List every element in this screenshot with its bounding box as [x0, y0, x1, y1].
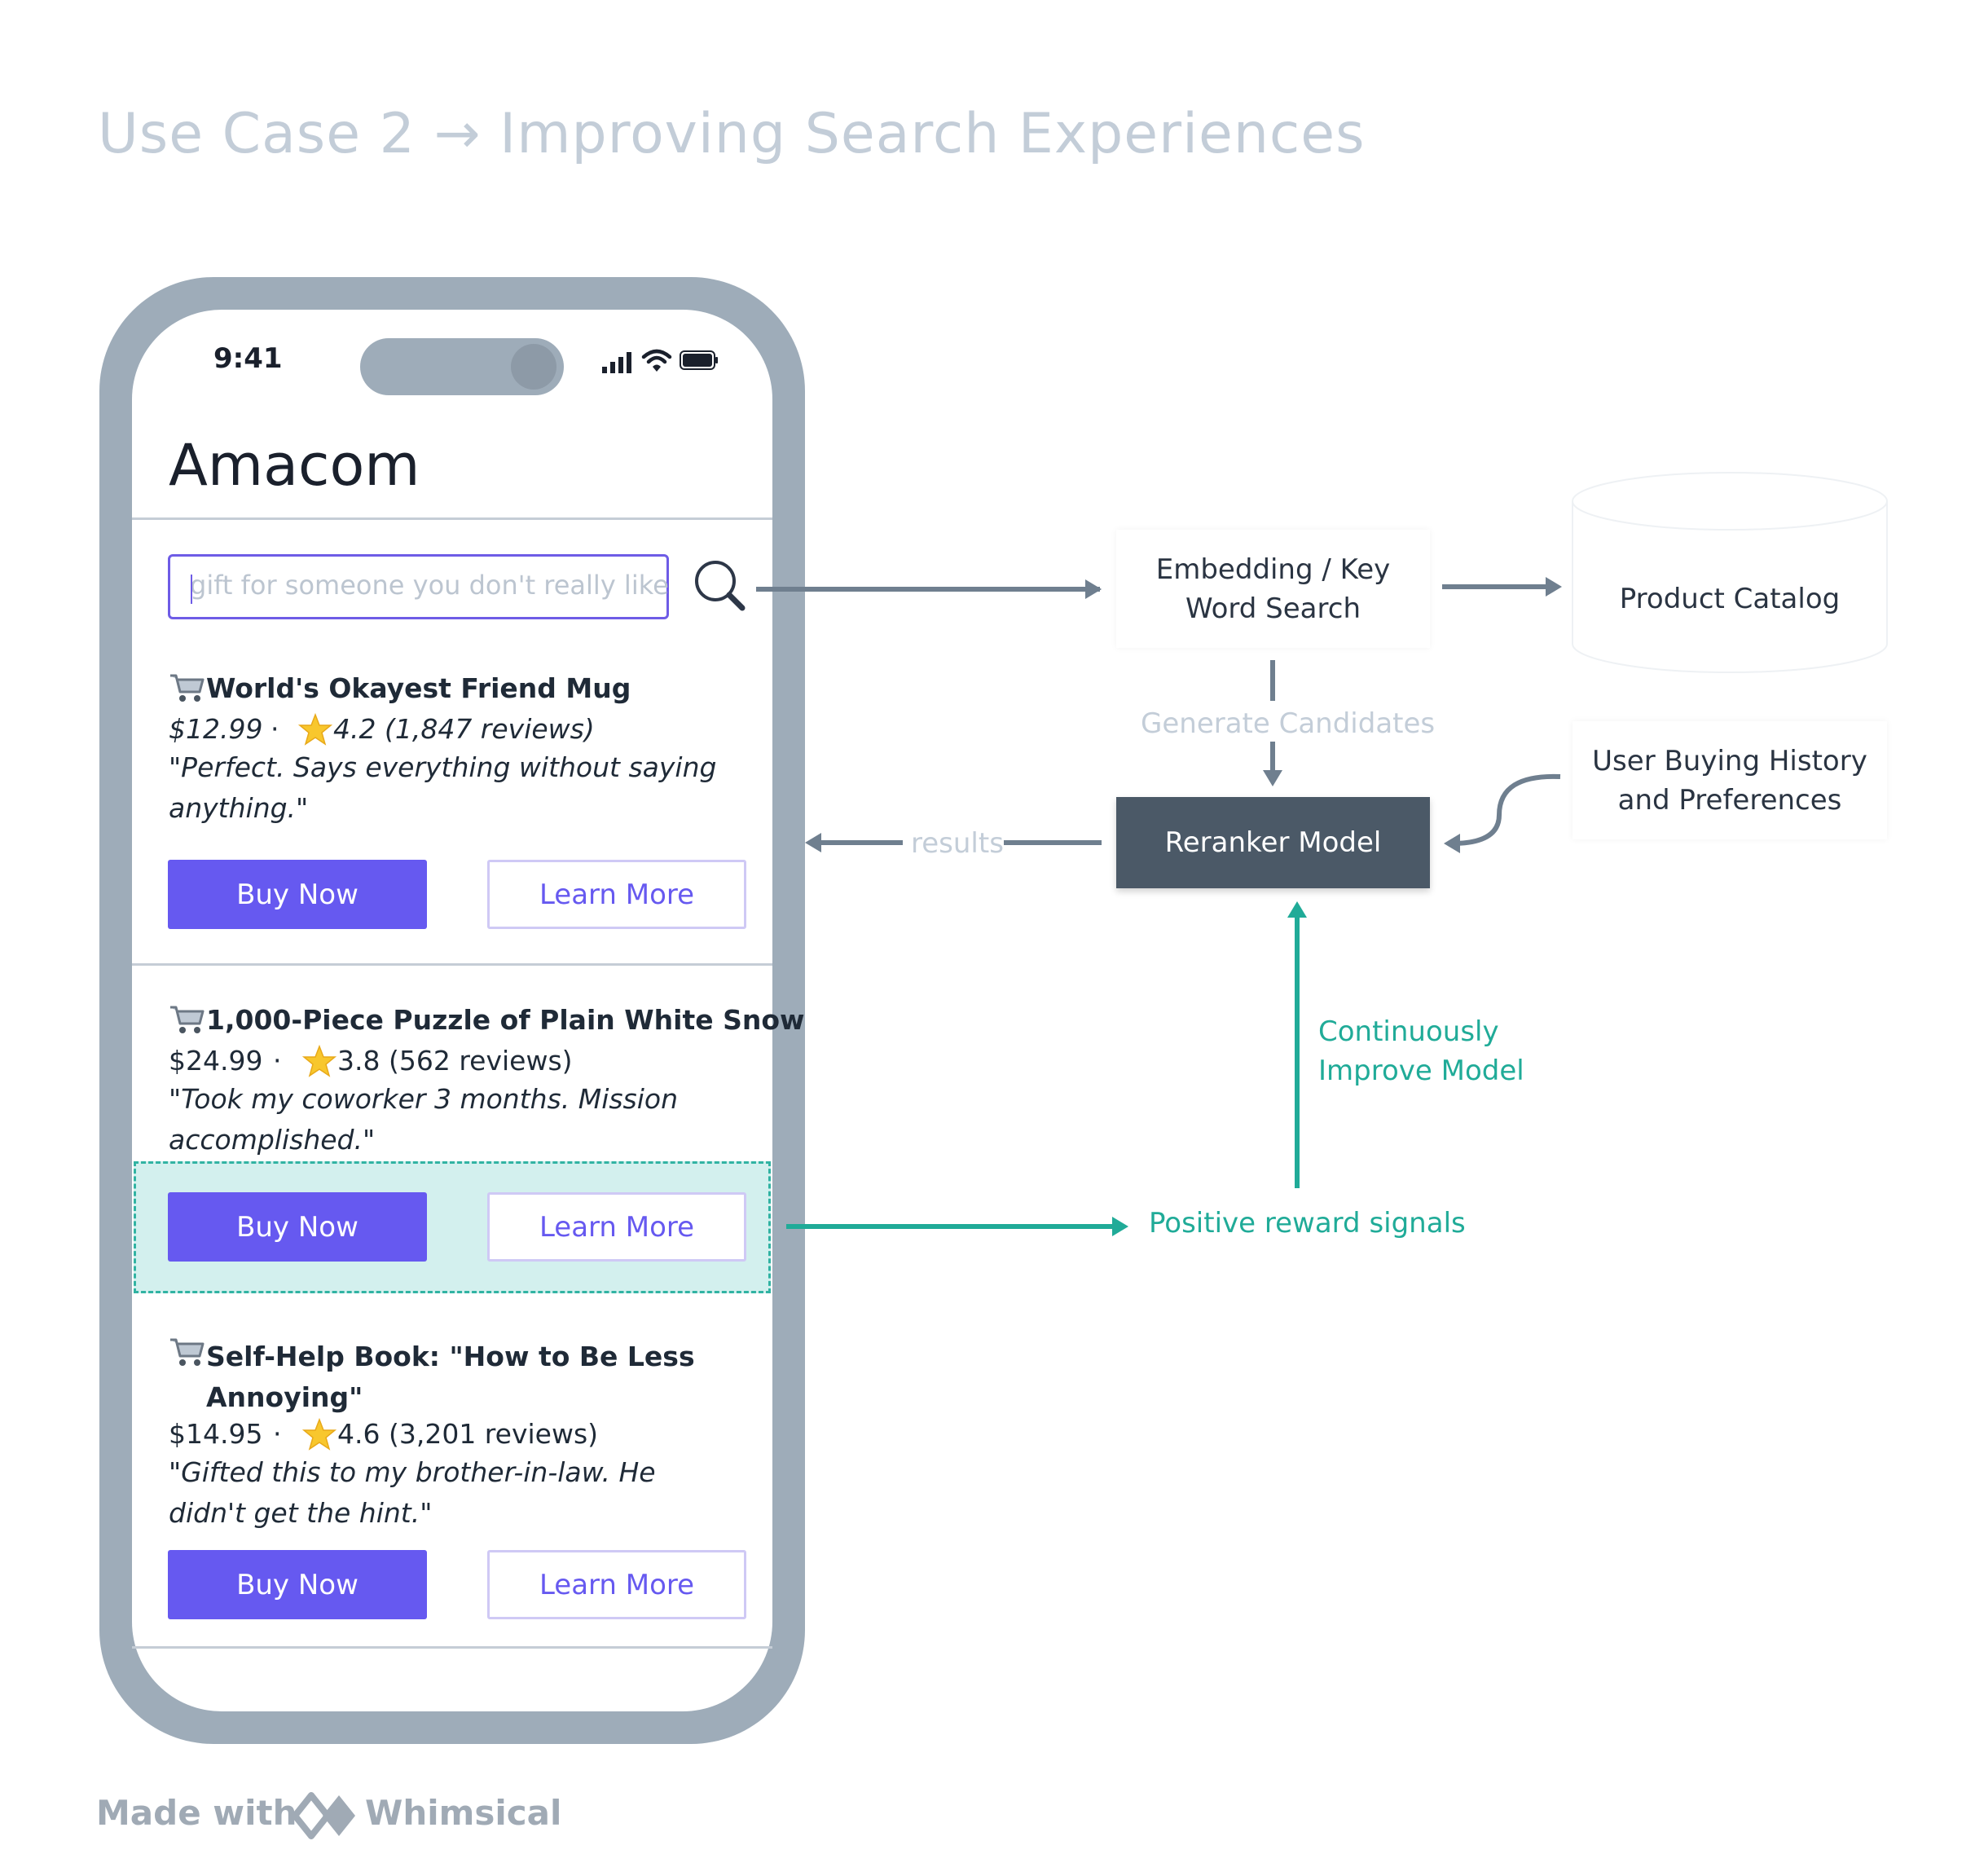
battery-icon — [680, 350, 718, 370]
arrowhead — [1546, 577, 1562, 597]
wifi-icon — [641, 349, 672, 372]
item-divider — [132, 1646, 772, 1649]
arrowhead — [1263, 770, 1282, 786]
meta-separator: · — [271, 713, 279, 745]
star-icon — [301, 1417, 337, 1451]
shopping-cart-icon — [170, 1338, 205, 1366]
product-title: World's Okayest Friend Mug — [206, 672, 631, 704]
search-input[interactable]: gift for someone you don't really like — [168, 554, 669, 619]
arrow-history-to-reranker — [1451, 773, 1561, 846]
star-icon — [297, 712, 333, 746]
phone-screen: 9:41 Amacom gift for someone you don't r… — [132, 310, 805, 1711]
header-divider — [132, 517, 772, 520]
camera-dot — [511, 344, 556, 390]
product-rating: 4.6 (3,201 reviews) — [337, 1418, 599, 1450]
product-title: 1,000-Piece Puzzle of Plain White Snow — [206, 1004, 805, 1036]
product-quote: "Perfect. Says everything without saying… — [169, 751, 717, 824]
product-price: $14.95 — [169, 1418, 263, 1450]
arrowhead — [1112, 1217, 1128, 1236]
reranker-model-node: Reranker Model — [1116, 797, 1430, 888]
meta-separator: · — [273, 1418, 282, 1450]
user-history-node: User Buying History and Preferences — [1573, 721, 1887, 839]
product-quote: "Gifted this to my brother-in-law. He di… — [169, 1456, 656, 1529]
product-title: Self-Help Book: "How to Be Less Annoying… — [206, 1341, 695, 1413]
product-rating: 3.8 (562 reviews) — [337, 1045, 573, 1077]
star-icon — [301, 1044, 337, 1077]
arrowhead — [1287, 901, 1307, 918]
positive-reward-label: Positive reward signals — [1149, 1207, 1466, 1240]
item-divider — [132, 963, 772, 966]
product-quote: "Took my coworker 3 months. Mission acco… — [169, 1083, 679, 1156]
product-price: $24.99 — [169, 1045, 263, 1077]
buy-now-button[interactable]: Buy Now — [168, 860, 427, 929]
text-caret — [191, 575, 192, 604]
shopping-cart-icon — [170, 1006, 205, 1033]
arrowhead — [1444, 834, 1460, 853]
product-catalog-label: Product Catalog — [1619, 583, 1841, 615]
learn-more-button[interactable]: Learn More — [487, 860, 746, 929]
results-label: results — [911, 827, 1004, 860]
arrowhead — [1085, 579, 1102, 599]
whimsical-brand: Whimsical — [365, 1793, 562, 1833]
buy-now-button[interactable]: Buy Now — [168, 1550, 427, 1619]
generate-candidates-label: Generate Candidates — [1141, 707, 1436, 740]
search-icon[interactable] — [690, 556, 754, 619]
made-with-text: Made with — [96, 1793, 297, 1833]
arrowhead — [805, 833, 821, 852]
learn-more-button[interactable]: Learn More — [487, 1550, 746, 1619]
embedding-search-node: Embedding / Key Word Search — [1116, 530, 1430, 648]
buy-now-button[interactable]: Buy Now — [168, 1192, 427, 1262]
learn-more-button[interactable]: Learn More — [487, 1192, 746, 1262]
whimsical-logo-icon — [292, 1792, 355, 1839]
product-rating: 4.2 (1,847 reviews) — [333, 713, 595, 745]
page-title: Use Case 2 → Improving Search Experience… — [98, 102, 1366, 166]
app-title: Amacom — [169, 432, 420, 499]
status-time: 9:41 — [213, 342, 283, 375]
signal-icon — [602, 352, 631, 373]
search-placeholder: gift for someone you don't really like — [190, 570, 669, 601]
product-price: $12.99 — [169, 713, 263, 745]
continuously-improve-label: Continuously Improve Model — [1318, 1015, 1524, 1087]
meta-separator: · — [273, 1045, 282, 1077]
product-catalog-cylinder — [1572, 472, 1888, 673]
shopping-cart-icon — [170, 674, 205, 702]
